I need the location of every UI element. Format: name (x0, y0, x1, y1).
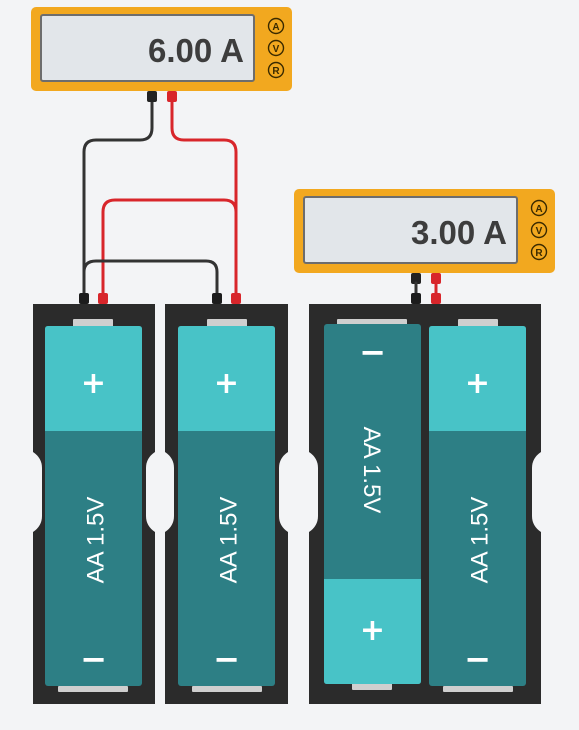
meter-1-probe-sockets (147, 91, 177, 102)
meter-2-mode-r-label: R (535, 248, 543, 259)
battery-3-positive-symbol: + (360, 613, 385, 648)
battery-2-label: AA 1.5V (216, 497, 243, 584)
battery-1-label: AA 1.5V (83, 497, 110, 584)
battery-2[interactable]: + AA 1.5V − (178, 319, 275, 692)
holder-2-red-terminal[interactable] (231, 293, 241, 304)
meter-1-mode-r-button[interactable] (267, 61, 285, 79)
meter-1-display (40, 14, 255, 82)
holder-1-black-terminal[interactable] (79, 293, 89, 304)
battery-4-bottom-cap (443, 686, 513, 692)
meter-2-reading: 3.00 A (411, 214, 507, 251)
wire-red-meter1-to-holder2[interactable] (170, 98, 238, 298)
meter-1-black-socket[interactable] (147, 91, 157, 102)
battery-4[interactable]: + AA 1.5V − (429, 319, 526, 692)
battery-2-bottom-cap (192, 686, 262, 692)
meter-1-mode-v-button[interactable] (267, 39, 285, 57)
battery-1-negative-symbol: − (80, 640, 107, 678)
meter-1-mode-v-label: V (273, 44, 280, 55)
battery-4-negative-symbol: − (464, 640, 491, 678)
battery-1-positive-symbol: + (81, 366, 106, 401)
battery-3-top-cap (337, 319, 407, 325)
holder-3-red-terminal[interactable] (431, 293, 441, 304)
wire-black-jumper[interactable] (82, 259, 219, 298)
battery-1-top-cap (73, 319, 113, 327)
meter-1-mode-a-label: A (272, 22, 279, 33)
meter-1-mode-r-label: R (272, 66, 280, 77)
battery-1-bottom-cap (58, 686, 128, 692)
meter-2-mode-v-label: V (536, 226, 543, 237)
meter-2-mode-buttons: A V R (530, 199, 548, 261)
holder-3-black-terminal[interactable] (411, 293, 421, 304)
holder-2-black-terminal[interactable] (212, 293, 222, 304)
meter-2-mode-a-button[interactable] (530, 199, 548, 217)
meter-2-display (303, 196, 518, 264)
battery-4-label: AA 1.5V (467, 497, 494, 584)
meter-2-mode-r-button[interactable] (530, 243, 548, 261)
battery-2-positive-symbol: + (214, 366, 239, 401)
battery-1[interactable]: + AA 1.5V − (45, 319, 142, 692)
battery-3[interactable]: − AA 1.5V + (324, 319, 421, 690)
multimeter-1[interactable]: 6.00 A A V R (31, 7, 292, 102)
battery-4-top-cap (458, 319, 498, 327)
wire-black-meter1-to-holder1[interactable] (82, 98, 154, 298)
battery-3-negative-symbol: − (359, 333, 386, 371)
battery-2-top-cap (207, 319, 247, 327)
wire-red-jumper[interactable] (101, 198, 238, 298)
meter-1-mode-a-button[interactable] (267, 17, 285, 35)
meter-1-mode-buttons: A V R (267, 17, 285, 79)
meter-2-red-socket[interactable] (431, 273, 441, 284)
multimeter-2[interactable]: 3.00 A A V R (294, 189, 555, 284)
meter-2-mode-a-label: A (535, 204, 542, 215)
meter-2-black-socket[interactable] (411, 273, 421, 284)
wires (82, 98, 238, 298)
battery-3-label: AA 1.5V (358, 427, 385, 514)
meter-2-mode-v-button[interactable] (530, 221, 548, 239)
battery-4-positive-symbol: + (465, 366, 490, 401)
meter-1-reading: 6.00 A (148, 32, 244, 69)
meter-1-red-socket[interactable] (167, 91, 177, 102)
meter-2-probe-sockets (411, 273, 441, 284)
battery-2-negative-symbol: − (213, 640, 240, 678)
holder-1-red-terminal[interactable] (98, 293, 108, 304)
